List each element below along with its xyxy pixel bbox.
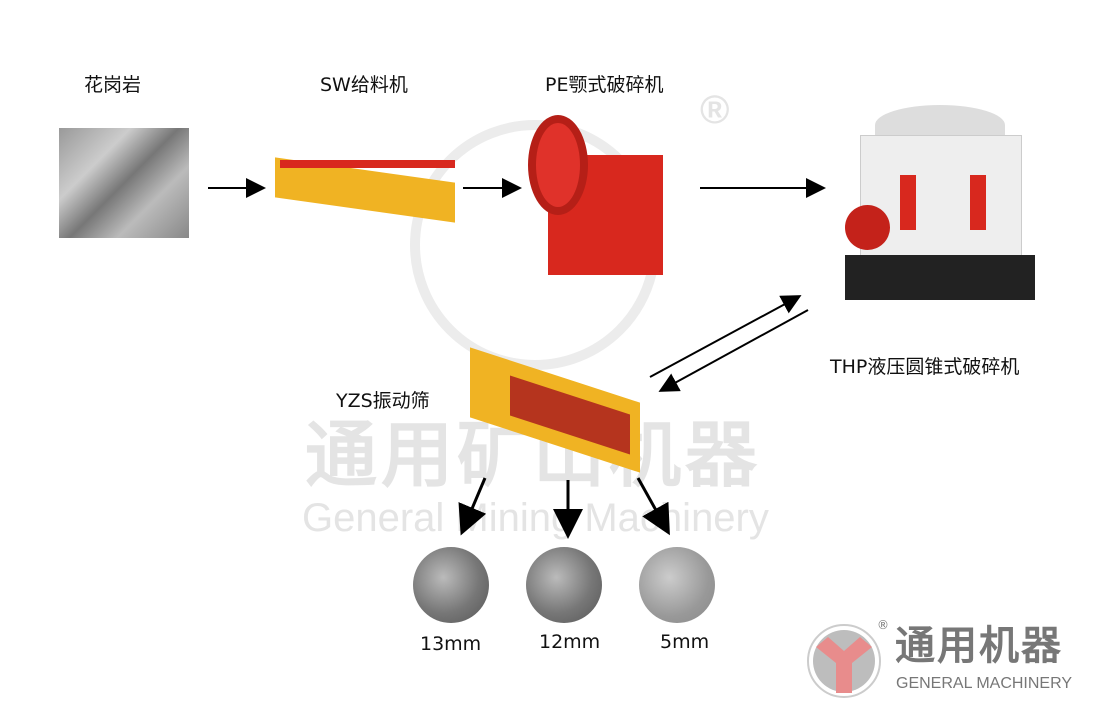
logo-registered: ® [877,618,889,632]
jaw-crusher-image [528,115,668,280]
company-logo [806,623,882,699]
arrow-to-13mm [458,477,487,536]
product-13mm-label: 13mm [420,633,482,655]
feeder-image [275,157,455,230]
logo-en: GENERAL MACHINERY [896,675,1073,692]
watermark-en: General Mining Machinery [302,496,769,540]
cone-crusher-label: THP液压圆锥式破碎机 [830,356,1020,378]
cone-crusher-image [845,105,1035,305]
granite-image [59,128,189,238]
arrow-cone-to-screen [658,309,809,392]
watermark-registered: ® [700,88,730,132]
product-12mm-image [526,547,602,623]
product-5mm-label: 5mm [660,631,710,653]
feeder-label: SW给料机 [320,74,408,96]
logo-mark-icon [807,624,881,698]
arrow-screen-to-cone [649,295,802,378]
product-12mm-label: 12mm [539,631,601,653]
jaw-crusher-label: PE颚式破碎机 [545,74,664,96]
screen-label: YZS振动筛 [336,390,430,412]
granite-label: 花岗岩 [84,74,142,96]
logo-cn: 通用机器 [895,623,1063,669]
product-13mm-image [413,547,489,623]
product-5mm-image [639,547,715,623]
arrow-to-5mm [636,477,670,536]
